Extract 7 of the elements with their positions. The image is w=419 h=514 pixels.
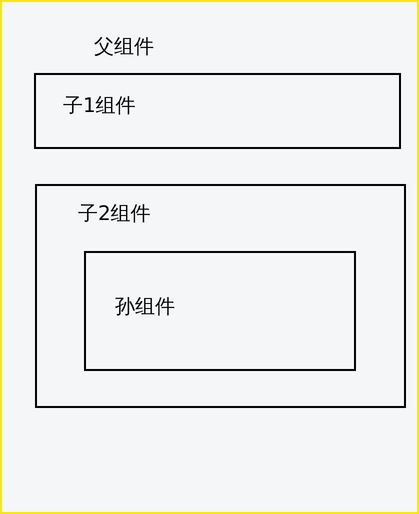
component-title: 子1组件	[63, 95, 136, 115]
component-box	[35, 184, 406, 408]
component-box	[34, 73, 401, 149]
component-title: 子2组件	[78, 203, 151, 223]
component-box	[84, 251, 356, 371]
component-title: 孙组件	[115, 296, 175, 316]
component-title: 父组件	[94, 36, 154, 56]
